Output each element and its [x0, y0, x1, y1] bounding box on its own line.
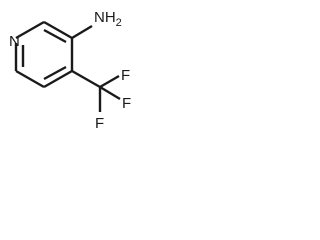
bond-c5-c6 — [15, 69, 45, 89]
structure-diagram: N NH2 F F F — [9, 9, 131, 132]
bond-c2-c3-outer — [43, 20, 73, 40]
pyridine-ring — [14, 20, 74, 89]
bond-c-f-top — [99, 74, 120, 89]
bond-c4-c5-inner — [43, 65, 67, 81]
fluorine-top-label: F — [121, 67, 130, 84]
bond-c-f-right — [99, 85, 121, 101]
ring-nitrogen-label: N — [9, 33, 20, 50]
bond-c2-c3-inner — [43, 28, 67, 44]
bond-c3-nh2 — [71, 24, 93, 40]
fluorine-right-label: F — [122, 95, 131, 112]
amine-text: NH — [94, 9, 116, 26]
amine-label: NH2 — [94, 9, 122, 29]
bond-n-c2 — [15, 20, 45, 40]
fluorine-bottom-label: F — [95, 115, 104, 132]
amine-subscript: 2 — [116, 17, 122, 29]
bond-c4-c5-outer — [43, 69, 73, 89]
bond-c4-cf3 — [71, 69, 101, 89]
